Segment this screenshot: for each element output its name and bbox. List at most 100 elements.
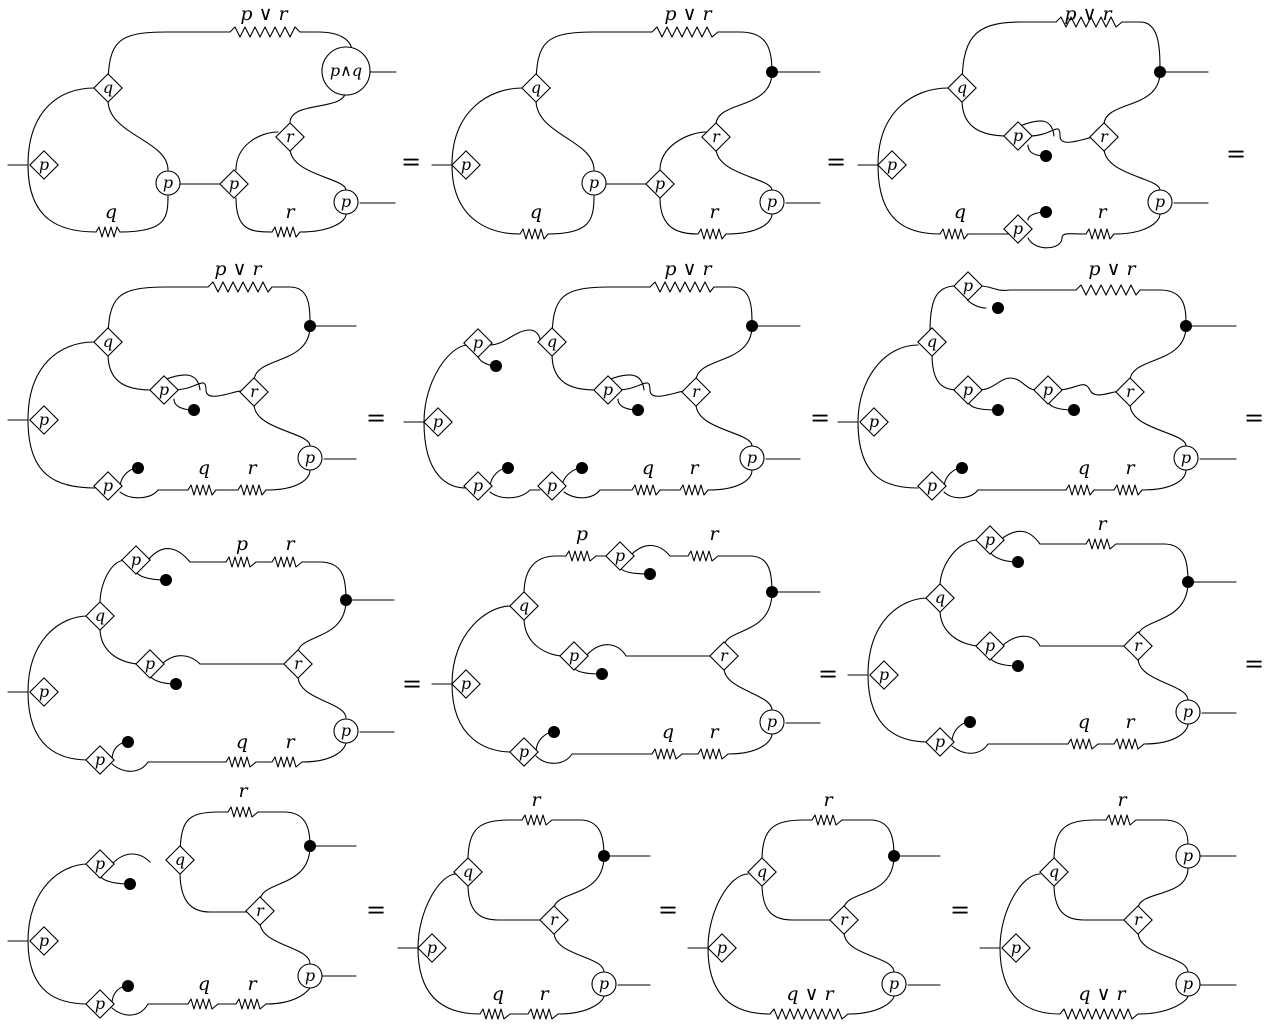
box-p-label: p [869,412,879,431]
equals-sign: = [826,148,846,176]
box-r [1123,905,1153,935]
wire-label-r: r [531,789,542,811]
box-r [709,641,739,671]
equals-sign: = [366,896,386,924]
box-r-label: r [712,127,721,146]
box-p-label: p [95,854,105,873]
delete-dot [644,568,656,580]
node-p [759,709,785,735]
wire-label-q: q [105,201,117,223]
diagram-panel-4: p q p r p p p ∨ r q r [7,258,357,501]
box-p [605,541,635,571]
delete-dot [548,726,560,738]
wire-label-r: r [1117,789,1128,811]
delete-dot [170,678,182,690]
box-p-label: p [95,994,105,1013]
box-p [559,641,589,671]
node-p-label: p [747,448,757,467]
box-p [509,737,539,767]
box-q-label: q [757,862,767,881]
wire-label-r: r [689,457,700,479]
copy-dot [766,586,778,598]
wire-label-q: q [662,721,674,743]
box-p-label: p [569,646,579,665]
box-p [463,471,493,501]
box-r-label: r [840,910,849,929]
box-p [417,933,447,963]
node-p [1147,189,1173,215]
wire-label-r: r [823,789,834,811]
box-p-label: p [547,476,557,495]
box-q [521,73,551,103]
box-p-label: p [963,380,973,399]
node-p [739,445,765,471]
wire-label-p-or-r: p ∨ r [214,258,263,280]
node-p-label: p [163,173,173,192]
wire-label-q: q [492,983,504,1005]
box-r [239,377,269,407]
wire-label-r: r [709,201,720,223]
wire-label-q: q [198,457,210,479]
box-p [29,677,59,707]
box-p [975,631,1005,661]
box-r-label: r [286,127,295,146]
node-p [1175,971,1201,997]
wire-label-p-or-r: p ∨ r [664,3,713,25]
box-q-label: q [95,606,105,625]
box-p-label: p [927,476,937,495]
delete-dot [964,716,976,728]
delete-dot [596,668,608,680]
equals-sign: = [366,404,386,432]
box-p-label: p [1013,126,1023,145]
box-p [975,525,1005,555]
wire-label-p: p [236,533,248,555]
diagram-panel-2: p q r p p p p ∨ r q r [431,3,821,240]
box-p [93,471,123,501]
wire-label-r: r [247,457,258,479]
wire-label-q-or-r: q ∨ r [786,983,835,1005]
box-q-label: q [1049,862,1059,881]
node-p-label: p [767,192,777,211]
wire-label-q: q [530,201,542,223]
node-p-label: p [305,966,315,985]
diagram-panel-7: p p q p r p p p r q r [7,533,395,775]
box-q-label: q [463,862,473,881]
box-q [747,857,777,887]
wire-label-r: r [238,780,249,802]
node-p [591,971,617,997]
box-p [953,375,983,405]
box-r-label: r [256,901,265,920]
delete-dot [122,980,134,992]
box-p [953,271,983,301]
box-p [29,405,59,435]
delete-dot [124,878,136,890]
box-r-label: r [692,382,701,401]
box-p-label: p [1043,380,1053,399]
wire-label-r: r [709,721,720,743]
wire-label-r: r [709,523,720,545]
box-p [85,745,115,775]
box-p-label: p [461,155,471,174]
box-p-label: p [655,174,665,193]
box-p-label: p [1013,219,1023,238]
box-p-label: p [963,276,973,295]
node-p [297,963,323,989]
node-p [1173,445,1199,471]
delete-dot [132,462,144,474]
box-p [1003,121,1033,151]
box-p-label: p [433,412,443,431]
node-p-label: p [1183,974,1193,993]
box-q [165,845,195,875]
node-p [1175,843,1201,869]
box-p [219,169,249,199]
wire-label-p-or-r: p ∨ r [664,258,713,280]
copy-dot [766,66,778,78]
copy-dot [1154,66,1166,78]
box-p-label: p [519,742,529,761]
box-q [85,601,115,631]
box-q [925,583,955,613]
delete-dot [632,404,644,416]
box-r-label: r [1100,127,1109,146]
box-p [85,989,115,1019]
